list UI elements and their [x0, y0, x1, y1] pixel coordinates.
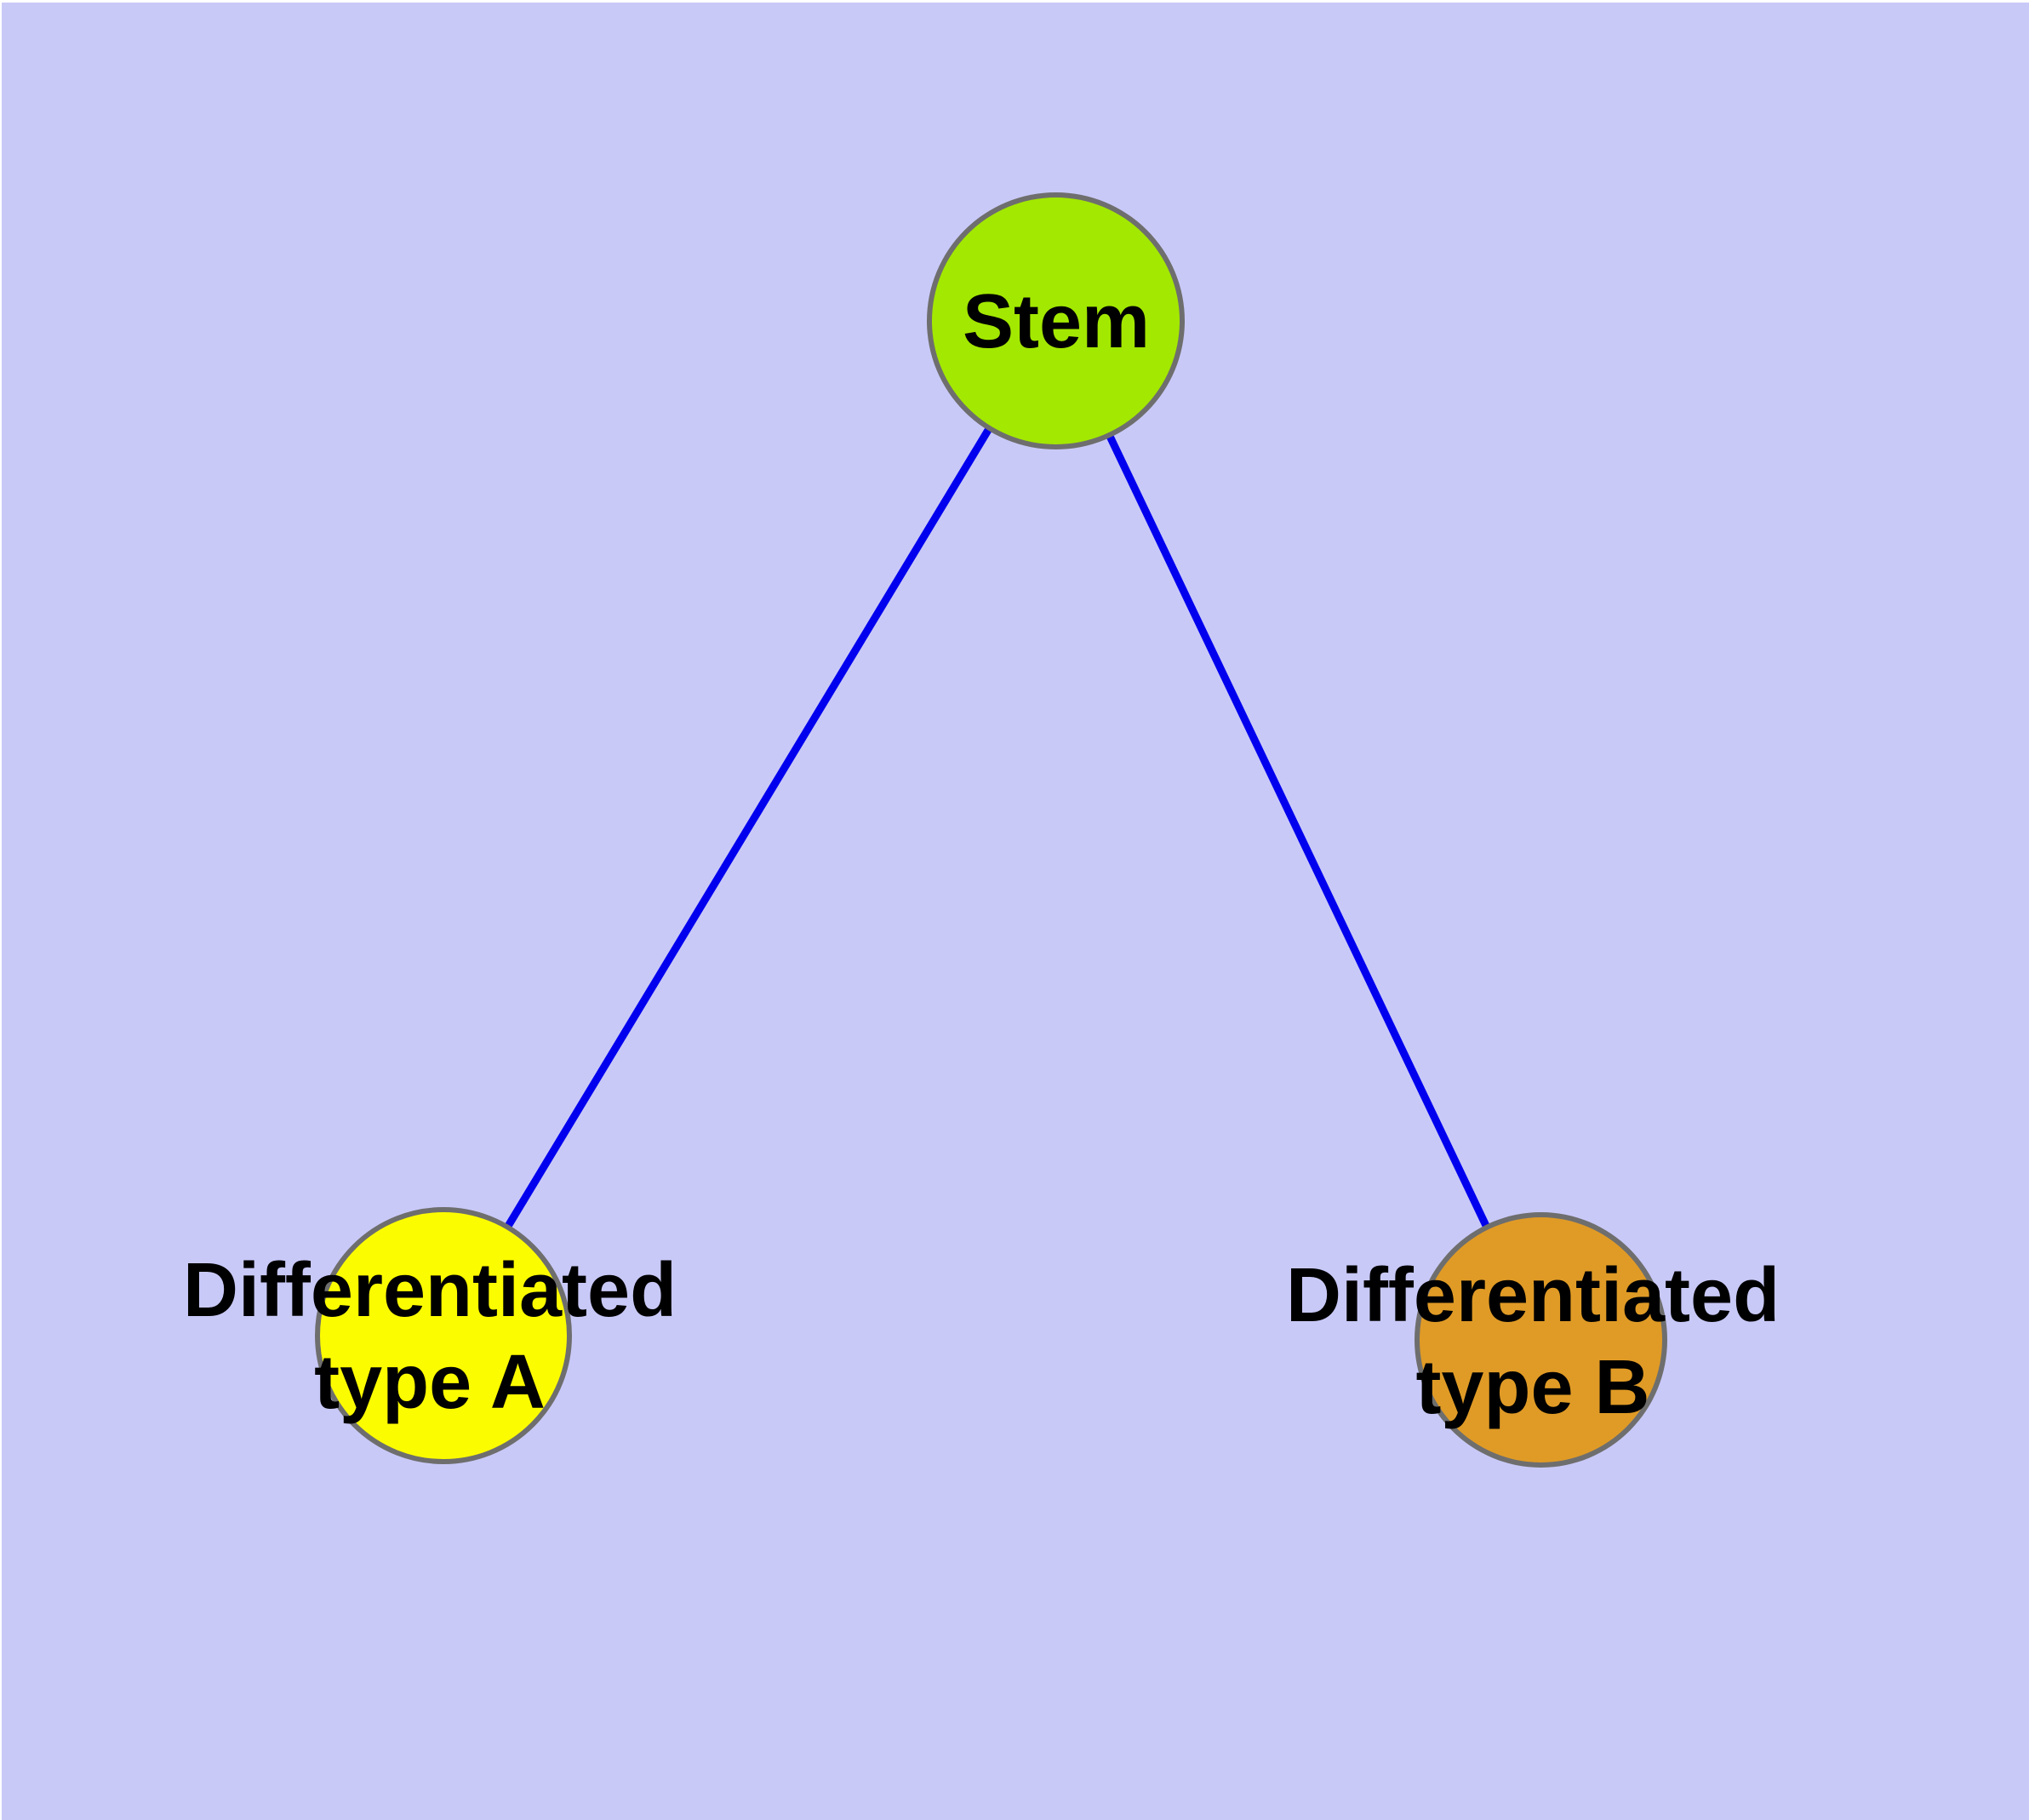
edge-stem-to-type-b	[1050, 318, 1544, 1340]
label-line-2: type A	[314, 1340, 546, 1425]
label-line-1: Differentiated	[182, 1248, 677, 1333]
edge-stem-to-type-a	[439, 318, 1058, 1337]
label-line-1: Differentiated	[1285, 1253, 1780, 1338]
node-stem	[927, 192, 1185, 449]
label-line-2: type B	[1415, 1345, 1650, 1430]
node-differentiated-type-b	[1415, 1212, 1667, 1468]
edges-layer	[439, 318, 1544, 1340]
node-label-differentiated-type-a: Differentiated type A	[183, 1245, 677, 1428]
node-differentiated-type-a	[315, 1207, 572, 1464]
node-label-differentiated-type-b: Differentiated type B	[1286, 1250, 1780, 1434]
diagram-canvas: Stem Differentiated type A Differentiate…	[2, 3, 2029, 1820]
node-label-stem: Stem	[962, 279, 1151, 364]
